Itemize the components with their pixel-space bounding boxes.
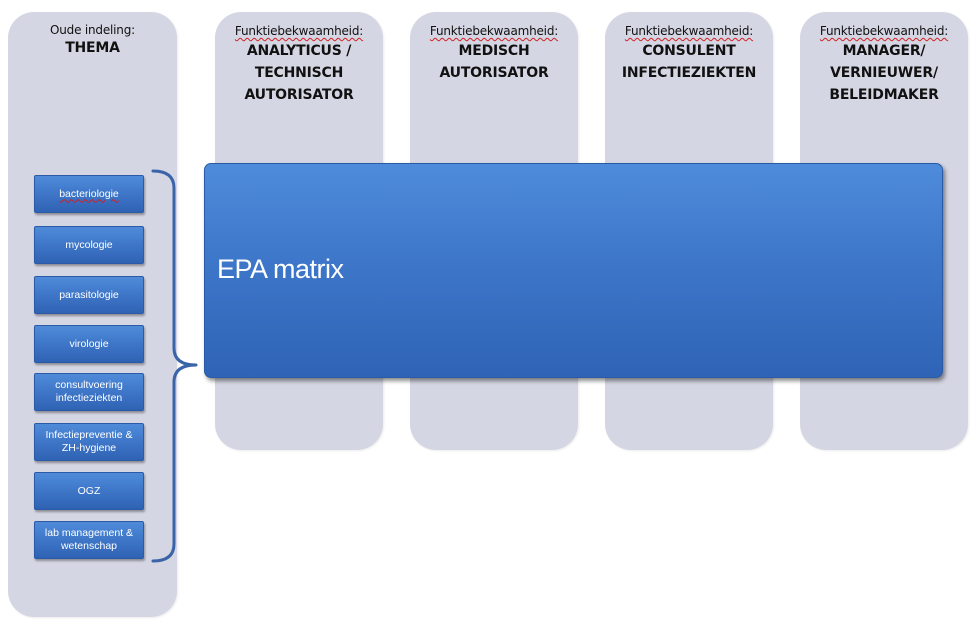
epa-matrix-box: EPA matrix bbox=[204, 163, 943, 378]
theme-item-consultvoering: consultvoering infectieziekten bbox=[34, 373, 144, 411]
competence-header-2: Funktiebekwaamheid: MEDISCH AUTORISATOR bbox=[410, 24, 578, 84]
competence-header-small: Funktiebekwaamheid: bbox=[429, 24, 559, 38]
theme-item-infectiepreventie: Infectiepreventie & ZH-hygiene bbox=[34, 423, 144, 461]
theme-column: Oude indeling: THEMA bbox=[8, 12, 177, 617]
theme-item-label: parasitologie bbox=[59, 288, 119, 301]
competence-header-big: CONSULENT INFECTIEZIEKTEN bbox=[621, 43, 757, 81]
theme-item-label: virologie bbox=[69, 337, 109, 350]
theme-item-label: mycologie bbox=[65, 238, 113, 251]
theme-item-label: consultvoering infectieziekten bbox=[55, 379, 123, 404]
competence-header-big: MEDISCH AUTORISATOR bbox=[439, 43, 549, 81]
curly-brace bbox=[151, 169, 198, 563]
competence-header-big: MANAGER/ VERNIEUWER/ BELEIDMAKER bbox=[829, 43, 939, 103]
theme-item-label: lab management & wetenschap bbox=[44, 527, 134, 552]
theme-item-mycologie: mycologie bbox=[34, 226, 144, 264]
theme-item-lab-management: lab management & wetenschap bbox=[34, 521, 144, 559]
theme-item-parasitologie: parasitologie bbox=[34, 276, 144, 314]
epa-matrix-label: EPA matrix bbox=[217, 254, 344, 284]
competence-header-3: Funktiebekwaamheid: CONSULENT INFECTIEZI… bbox=[605, 24, 773, 84]
competence-header-small: Funktiebekwaamheid: bbox=[624, 24, 754, 38]
theme-item-virologie: virologie bbox=[34, 325, 144, 363]
theme-item-label: bacteriologie bbox=[59, 187, 119, 200]
competence-header-big: ANALYTICUS / TECHNISCH AUTORISATOR bbox=[244, 43, 354, 103]
theme-item-bacteriologie: bacteriologie bbox=[34, 175, 144, 213]
theme-item-label: Infectiepreventie & ZH-hygiene bbox=[45, 429, 133, 454]
theme-header-small: Oude indeling: bbox=[50, 23, 135, 37]
competence-header-small: Funktiebekwaamheid: bbox=[234, 24, 364, 38]
theme-header-big: THEMA bbox=[65, 40, 120, 56]
competence-header-1: Funktiebekwaamheid: ANALYTICUS / TECHNIS… bbox=[215, 24, 383, 106]
theme-header: Oude indeling: THEMA bbox=[8, 23, 177, 59]
theme-item-ogz: OGZ bbox=[34, 472, 144, 510]
competence-header-4: Funktiebekwaamheid: MANAGER/ VERNIEUWER/… bbox=[800, 24, 968, 106]
competence-header-small: Funktiebekwaamheid: bbox=[819, 24, 949, 38]
theme-item-label: OGZ bbox=[77, 484, 101, 497]
